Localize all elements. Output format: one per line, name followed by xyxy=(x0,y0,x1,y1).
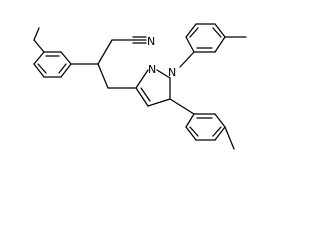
pyrazole-ring: N N xyxy=(135,63,176,107)
aliphatic-chain xyxy=(70,39,137,89)
upper-tolyl-ring xyxy=(179,23,247,68)
left-tolyl-ring xyxy=(33,27,72,78)
nitrile-group: N xyxy=(132,35,155,48)
pyrazole-n1-label: N xyxy=(168,66,176,79)
pyrazole-n2-label: N xyxy=(148,63,156,76)
molecule-drawing: N N N xyxy=(33,23,247,150)
lower-tolyl-ring xyxy=(169,98,235,150)
chemical-structure-diagram: N N N xyxy=(33,23,247,150)
nitrile-nitrogen-label: N xyxy=(147,35,155,48)
